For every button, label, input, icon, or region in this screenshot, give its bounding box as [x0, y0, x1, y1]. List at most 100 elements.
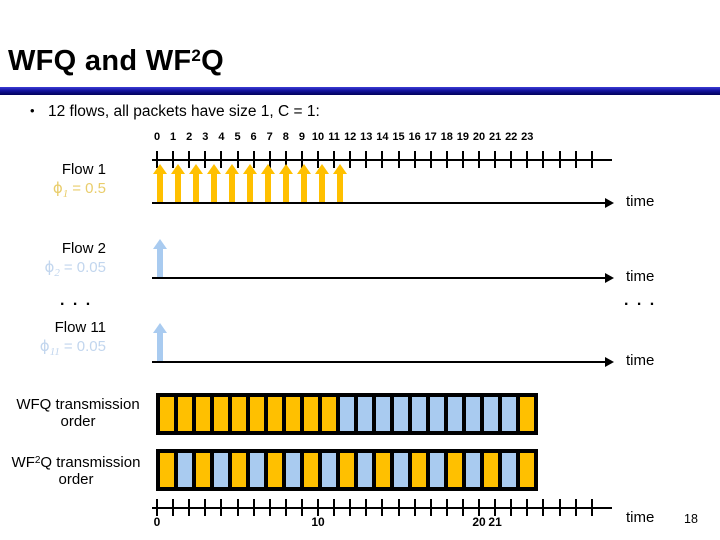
flow1-time-label: time	[626, 193, 655, 210]
packet-arrival-arrow	[171, 164, 185, 203]
arrow-shaft	[157, 174, 163, 203]
packet-cell	[520, 397, 534, 431]
arrow-shaft	[283, 174, 289, 203]
tick-mark	[188, 499, 191, 516]
arrow-shaft	[157, 249, 163, 278]
tick-mark	[156, 499, 158, 516]
bullet-line: •12 flows, all packets have size 1, C = …	[30, 103, 320, 121]
flow11-time-label: time	[626, 352, 655, 369]
tick-mark	[333, 499, 336, 516]
phi-value: = 0.5	[72, 180, 106, 197]
arrow-shaft	[247, 174, 253, 203]
packet-cell	[322, 453, 336, 487]
top-axis-label: 3	[202, 131, 209, 143]
packet-cell	[430, 397, 444, 431]
tick-mark	[429, 151, 432, 168]
top-axis-label: 10	[311, 131, 325, 143]
bottom-axis-label: 20	[472, 515, 486, 529]
top-axis-label: 12	[344, 131, 357, 143]
wf2q-label-superscript: 2	[34, 455, 41, 466]
tick-mark	[317, 499, 319, 516]
packet-cell	[196, 453, 210, 487]
tick-mark	[365, 151, 368, 168]
bottom-axis-label: 0	[153, 515, 161, 529]
wf2q-row-label-line2: order	[58, 471, 94, 488]
arrow-shaft	[337, 174, 343, 203]
flow1-label: Flow 1 ϕ1= 0.5	[0, 161, 106, 203]
slide-title: WFQ and WF2Q	[8, 45, 224, 78]
top-timeline-axis	[152, 150, 618, 170]
tick-mark	[220, 151, 223, 168]
packet-cell	[250, 397, 264, 431]
top-axis-label: 7	[266, 131, 273, 143]
tick-mark	[494, 151, 497, 168]
tick-mark	[574, 151, 577, 168]
tick-mark	[510, 499, 513, 516]
bullet-text: 12 flows, all packets have size 1, C = 1…	[48, 103, 320, 120]
title-text: WFQ and WF	[8, 45, 192, 78]
tick-mark	[590, 499, 593, 516]
tick-mark	[381, 499, 384, 516]
arrowhead-icon	[605, 357, 614, 367]
page-number: 18	[684, 512, 698, 526]
tick-mark	[381, 151, 384, 168]
top-axis-label: 11	[328, 131, 340, 143]
packet-cell	[196, 397, 210, 431]
tick-mark	[574, 499, 577, 516]
packet-cell	[484, 397, 498, 431]
arrow-shaft	[211, 174, 217, 203]
tick-mark	[268, 499, 271, 516]
top-axis-label: 0	[153, 131, 161, 143]
tick-mark	[188, 151, 191, 168]
tick-mark	[252, 499, 255, 516]
packet-cell	[358, 397, 372, 431]
tick-mark	[542, 499, 545, 516]
packet-cell	[502, 453, 516, 487]
top-axis-label: 5	[234, 131, 241, 143]
tick-mark	[397, 151, 400, 168]
top-axis-label: 15	[392, 131, 405, 143]
phi-value: = 0.05	[63, 338, 106, 355]
tick-mark	[172, 151, 175, 168]
top-axis-label: 8	[282, 131, 289, 143]
packet-cell	[232, 397, 246, 431]
tick-mark	[284, 151, 287, 168]
wfq-transmission-sequence	[156, 393, 538, 435]
top-axis-label: 1	[170, 131, 177, 143]
tick-mark	[590, 151, 593, 168]
top-axis-label: 22	[505, 131, 518, 143]
title-text-end: Q	[201, 45, 225, 78]
ellipsis-left: . . .	[60, 292, 93, 309]
flow11-timeline	[152, 357, 614, 367]
tick-mark	[284, 499, 287, 516]
packet-cell	[448, 397, 462, 431]
packet-cell	[160, 397, 174, 431]
phi-symbol: ϕ	[39, 337, 50, 355]
tick-mark	[220, 499, 223, 516]
tick-mark	[300, 151, 303, 168]
packet-cell	[232, 453, 246, 487]
bottom-timeline-axis	[152, 498, 618, 518]
packet-cell	[358, 453, 372, 487]
packet-cell	[430, 453, 444, 487]
phi-subscript: 2	[54, 267, 60, 279]
tick-mark	[478, 151, 480, 168]
packet-cell	[304, 397, 318, 431]
top-axis-label: 13	[360, 131, 373, 143]
wf2q-row-label: WF2Q transmission order	[0, 452, 152, 488]
packet-cell	[178, 453, 192, 487]
tick-mark	[317, 151, 319, 168]
packet-cell	[376, 453, 390, 487]
packet-cell	[412, 397, 426, 431]
arrow-head-icon	[297, 164, 311, 174]
packet-cell	[466, 397, 480, 431]
phi-subscript: 1	[62, 188, 69, 200]
packet-cell	[178, 397, 192, 431]
tick-mark	[413, 499, 416, 516]
flow11-weight: ϕ11= 0.05	[0, 337, 106, 361]
packet-cell	[340, 453, 354, 487]
ellipsis-right: . . .	[624, 292, 657, 309]
top-axis-label: 18	[440, 131, 453, 143]
packet-arrival-arrow	[153, 323, 167, 362]
tick-mark	[236, 499, 239, 516]
